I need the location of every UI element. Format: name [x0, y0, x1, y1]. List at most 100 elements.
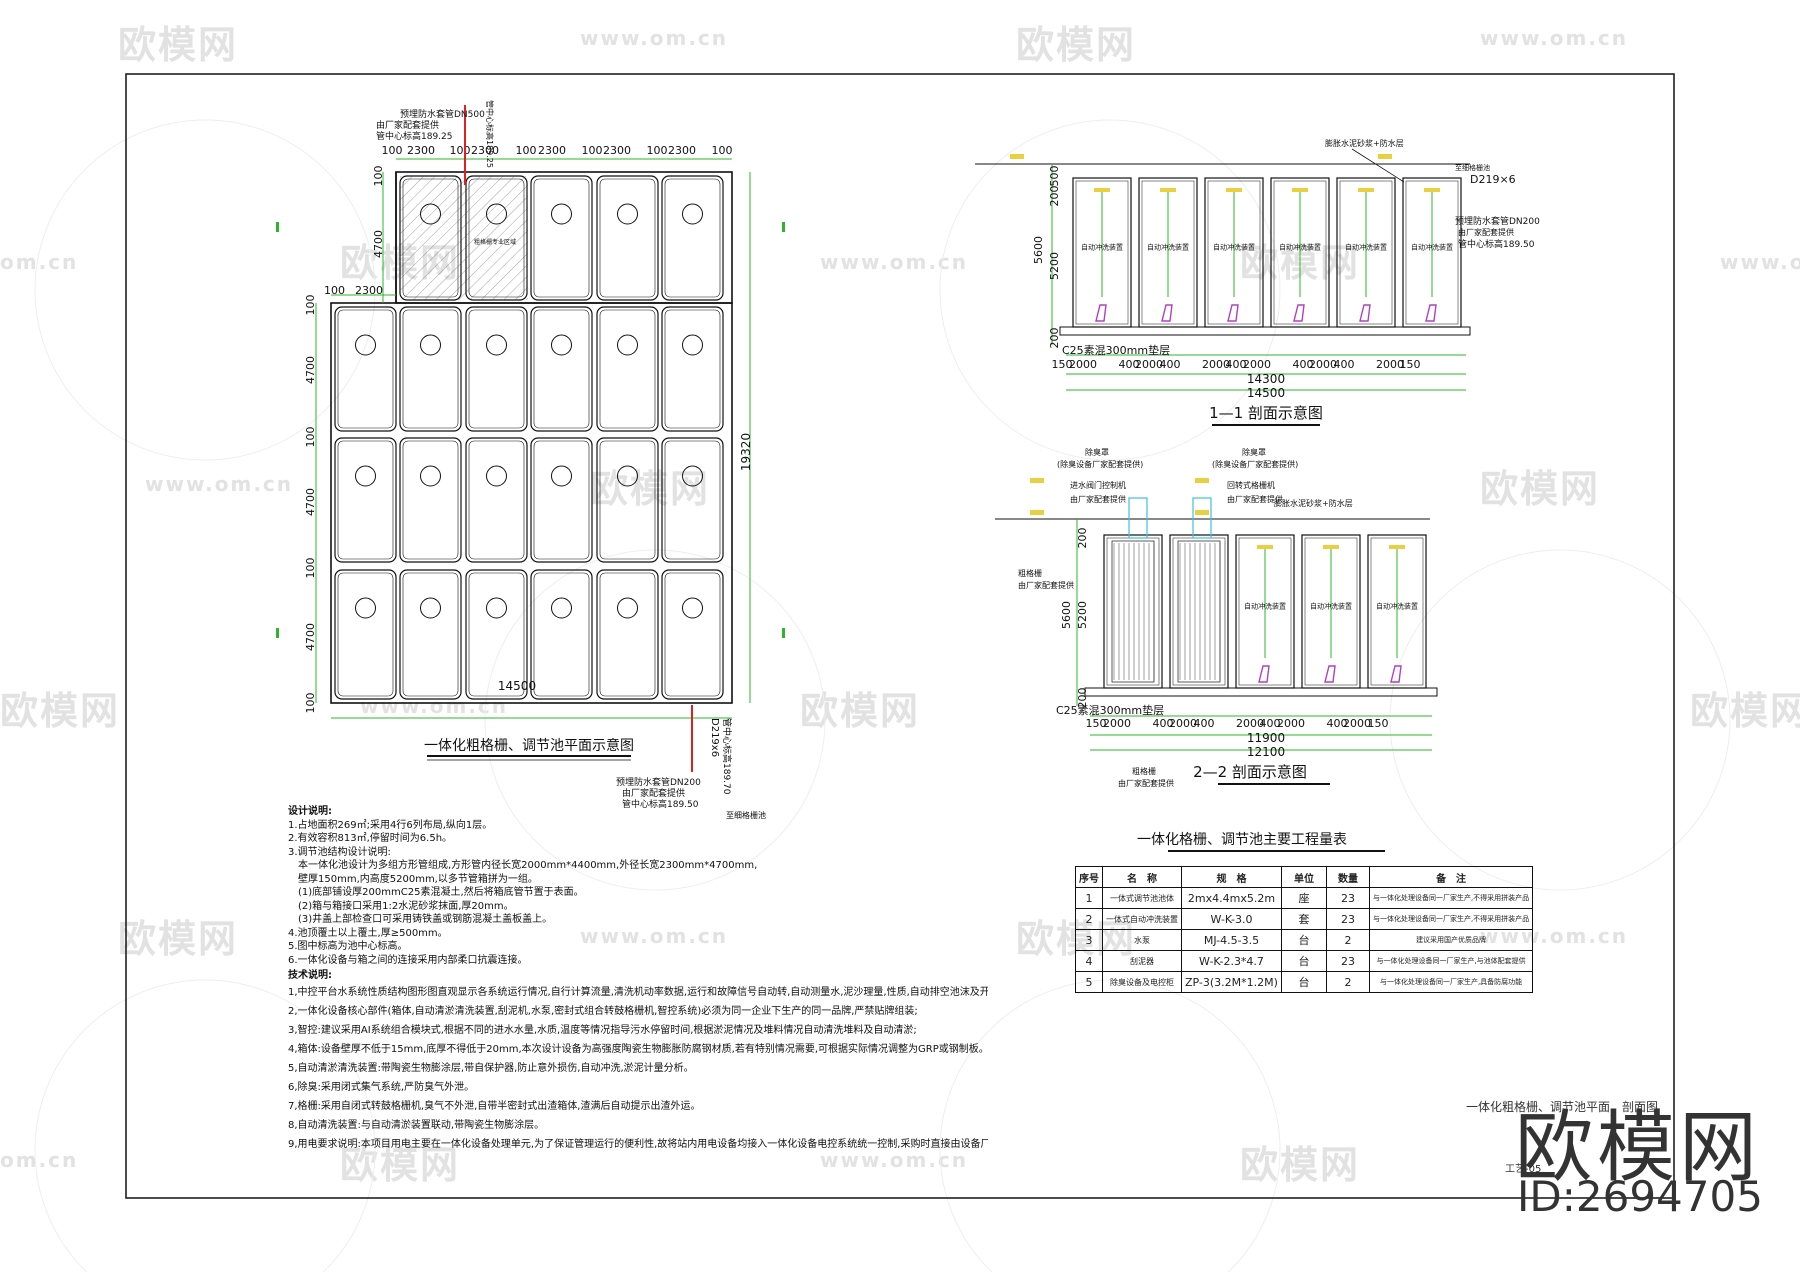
s2-label-f2: 由厂家配套提供 [1018, 580, 1074, 590]
s1-right-pipe-c: 由厂家配套提供 [1458, 227, 1514, 237]
sheet-title: 一体化粗格栅、调节池平面、剖面图 [1466, 1100, 1659, 1114]
manhole-circle [617, 203, 638, 225]
design-note: 壁厚150mm,内高度5200mm,以多节管箱拼为一组。 [298, 873, 538, 885]
tank-cell [661, 175, 724, 301]
manhole-circle [551, 203, 572, 225]
watermark-url: www.om.cn [820, 1148, 969, 1172]
design-note: 6.一体化设备与箱之间的连接采用内部柔口抗震连接。 [288, 954, 528, 966]
pump-icon [1095, 304, 1107, 322]
design-note: (1)底部铺设厚200mmC25素混凝土,然后将箱底管节置于表面。 [298, 887, 584, 898]
watermark-logo: 欧模网 [1240, 1143, 1361, 1187]
table-cell: 除臭设备及电控柜 [1102, 971, 1182, 993]
tech-note: 6,除臭:采用闭式集气系统,严防臭气外泄。 [288, 1081, 475, 1093]
manhole-circle [682, 203, 703, 225]
s2-label-f1: 粗格栅 [1018, 568, 1042, 578]
dim-label: 2000 [1309, 358, 1337, 371]
pump-icon [1293, 304, 1305, 322]
table-cell: 台 [1280, 950, 1327, 972]
dim-label: 100 [304, 295, 317, 316]
tank-cell [596, 175, 659, 301]
cell-label: 自动冲洗装置 [1411, 243, 1453, 252]
table-cell: 台 [1280, 971, 1327, 993]
table-cell: 2mx4.4mx5.2m [1181, 887, 1282, 909]
manhole-circle [551, 597, 572, 619]
cell-label: 自动冲洗装置 [1147, 243, 1189, 252]
cell-label: 自动冲洗装置 [1345, 243, 1387, 252]
dim-mid-b: 2300 [355, 284, 383, 297]
tech-note: 4,箱体:设备壁厚不低于15mm,底厚不得低于20mm,本次设计设备为高强度陶瓷… [288, 1043, 988, 1055]
watermark-url: om.cn [0, 1148, 79, 1172]
screen-label: 粗格栅专业区域 [474, 238, 516, 246]
table-cell: 2 [1075, 908, 1103, 930]
plan-title: 一体化粗格栅、调节池平面示意图 [424, 737, 634, 754]
dim-label: 400 [1293, 358, 1314, 371]
design-note: 4.池顶覆土以上覆土,厚≥500mm。 [288, 927, 448, 939]
tank-cell [465, 437, 528, 563]
dim-label: 2300 [603, 144, 631, 157]
dim-label: 2300 [538, 144, 566, 157]
table-header: 数量 [1325, 866, 1370, 888]
tank-cell [530, 437, 593, 563]
watermark-logo: 欧模网 [118, 917, 239, 961]
s2-width-inner: 11900 [1247, 731, 1285, 745]
dim-label: 400 [1327, 717, 1348, 730]
table-cell: 与一体化处理设备同一厂家生产,具备防腐功能 [1368, 971, 1534, 993]
dim-label: 150 [1368, 717, 1389, 730]
dim-label: 200 [1076, 528, 1089, 549]
section-cell [1103, 534, 1163, 689]
dim-label: 150 [1086, 717, 1107, 730]
dim-label: 100 [304, 427, 317, 448]
table-cell: 水泵 [1102, 929, 1182, 951]
pipe-top-label-b: 由厂家配套提供 [376, 119, 439, 131]
cell-label: 自动冲洗装置 [1279, 243, 1321, 252]
plan-bottom-note: 至细格栅池 [726, 810, 766, 820]
manhole-circle [551, 465, 572, 487]
table-cell: W-K-2.3*4.7 [1181, 950, 1282, 972]
s2-label-c1: 进水阀门控制机 [1070, 480, 1126, 490]
cell-label: 自动冲洗装置 [1081, 243, 1123, 252]
table-header-row: 序号 名 称 规 格 单位 数量 备 注 [1075, 866, 1534, 888]
dim-label: 2000 [1236, 717, 1264, 730]
table-cell: 4 [1075, 950, 1103, 972]
manhole-circle [486, 334, 507, 356]
pump-icon [1324, 665, 1336, 683]
table-cell: 刮泥器 [1102, 950, 1182, 972]
pipe-bottom-label-c: 管中心标高189.50 [622, 798, 699, 810]
sheet-border [125, 73, 1675, 1199]
s1-right-pipe-e: 至细格栅池 [1455, 163, 1490, 172]
manhole-circle [617, 465, 638, 487]
design-note: (2)箱与箱接口采用1:2水泥砂浆抹面,厚20mm。 [298, 900, 514, 912]
dim-label: 400 [1153, 717, 1174, 730]
dim-label: 5600 [1060, 601, 1073, 629]
s1-right-pipe-b: 预埋防水套管DN200 [1455, 215, 1540, 227]
s2-label-a1: 除臭罩 [1085, 447, 1109, 457]
dim-label: 5200 [1048, 252, 1061, 280]
tank-cell [596, 569, 659, 700]
brand-logo: 欧模网 [1515, 1103, 1762, 1193]
tech-note: 8,自动清洗装置:与自动清淤装置联动,带陶瓷生物膨涂层。 [288, 1119, 545, 1131]
s2-label-b1: 除臭罩 [1242, 447, 1266, 457]
dim-label: 2000 [1069, 358, 1097, 371]
watermark-logo: 欧模网 [1690, 689, 1800, 733]
watermark-url: www.om.cn [820, 250, 969, 274]
screen-bars [1177, 540, 1221, 683]
s2-bottom-label-a: 粗格栅 [1132, 766, 1156, 776]
tank-cell [465, 569, 528, 700]
dim-label: 100 [712, 144, 733, 157]
table-cell: 与一体化处理设备同一厂家生产,不得采用拼装产品 [1368, 887, 1534, 909]
dim-label: 200 [1076, 688, 1089, 709]
manhole-circle [420, 334, 441, 356]
dim-label: 100 [516, 144, 537, 157]
tank-cell [661, 437, 724, 563]
plan-total-width: 14500 [498, 679, 536, 693]
design-notes: 设计说明: 1.占地面积269㎡;采用4行6列布局,纵向1层。2.有效容积813… [288, 805, 988, 1154]
table-cell: 一体式自动冲洗装置 [1102, 908, 1182, 930]
dim-label: 2300 [407, 144, 435, 157]
plan-total-height: 19320 [739, 433, 753, 471]
manhole-circle [420, 597, 441, 619]
design-note: 1.占地面积269㎡;采用4行6列布局,纵向1层。 [288, 819, 493, 831]
s2-label-e: 膨胀水泥砂浆+防水层 [1274, 498, 1353, 508]
dim-label: 100 [582, 144, 603, 157]
